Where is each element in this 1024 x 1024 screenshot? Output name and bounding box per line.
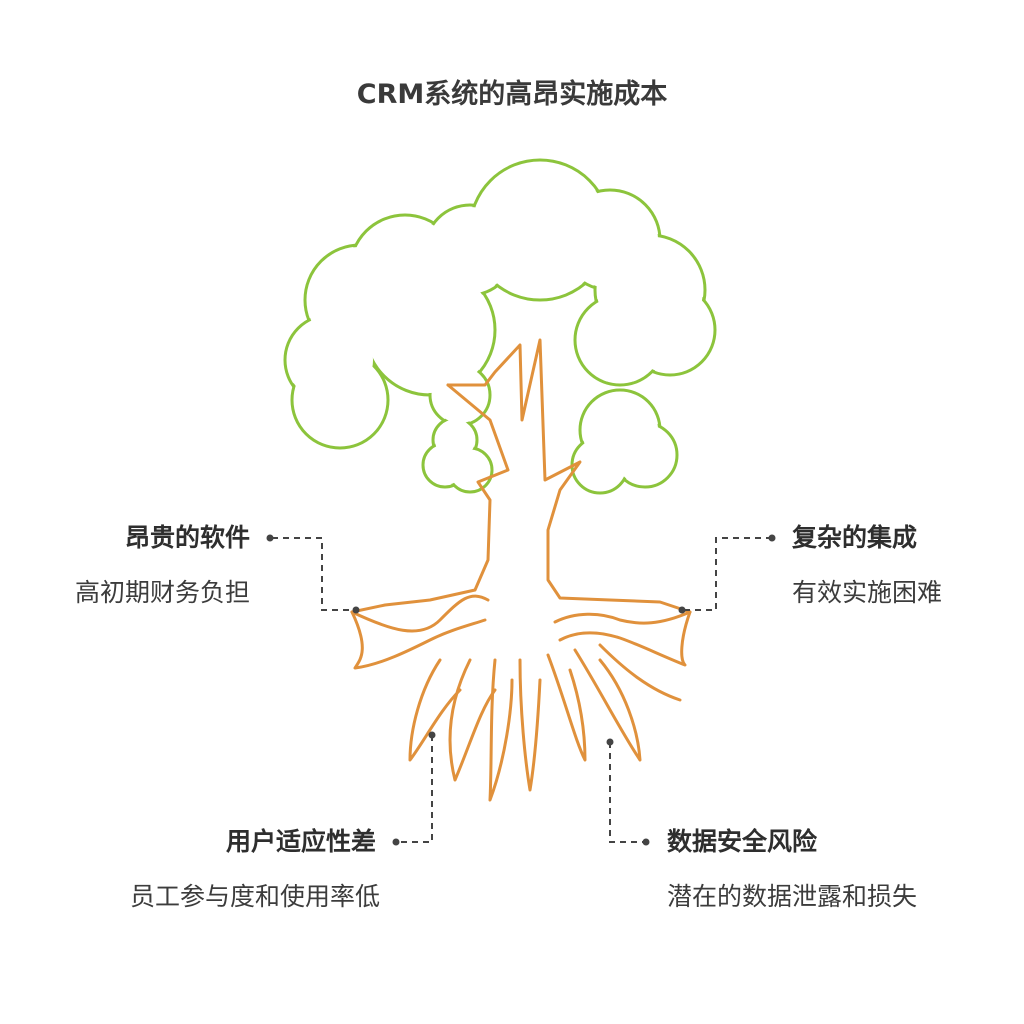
desc-data-security-risk: 潜在的数据泄露和损失 — [667, 882, 918, 911]
label-complex-integration: 复杂的集成 — [792, 523, 918, 552]
label-expensive-software: 昂贵的软件 — [124, 523, 250, 552]
label-poor-user-adoption: 用户适应性差 — [225, 827, 376, 856]
label-data-security-risk: 数据安全风险 — [667, 827, 818, 856]
connector-lines — [272, 537, 772, 843]
desc-complex-integration: 有效实施困难 — [792, 578, 943, 607]
page-title: CRM系统的高昂实施成本 — [356, 79, 668, 110]
desc-expensive-software: 高初期财务负担 — [74, 578, 250, 607]
connector-dots — [266, 534, 776, 846]
desc-poor-user-adoption: 员工参与度和使用率低 — [130, 882, 381, 911]
tree-trunk — [350, 338, 692, 802]
